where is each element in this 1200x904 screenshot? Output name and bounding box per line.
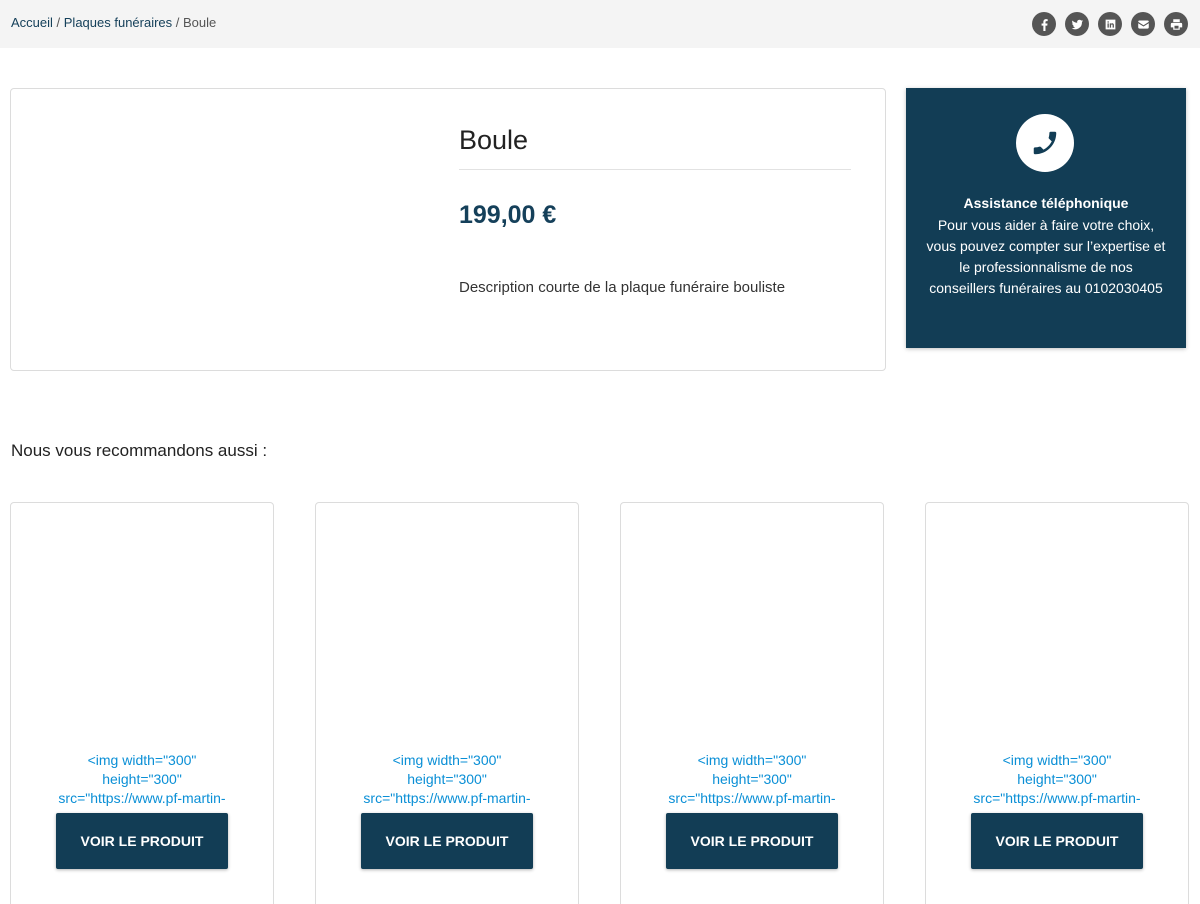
print-icon[interactable] xyxy=(1164,12,1188,36)
recommendation-card: <img width="300" height="300" src="https… xyxy=(10,502,274,904)
breadcrumb-current: Boule xyxy=(183,15,217,30)
breadcrumb: Accueil / Plaques funéraires / Boule xyxy=(11,15,216,30)
recommendation-card: <img width="300" height="300" src="https… xyxy=(315,502,579,904)
breadcrumb-separator: / xyxy=(172,15,184,30)
share-buttons xyxy=(1032,12,1188,36)
facebook-icon[interactable] xyxy=(1032,12,1056,36)
view-product-button[interactable]: VOIR LE PRODUIT xyxy=(56,813,228,869)
assistance-text: Pour vous aider à faire votre choix, vou… xyxy=(926,217,1166,296)
top-bar: Accueil / Plaques funéraires / Boule xyxy=(0,0,1200,48)
view-product-button[interactable]: VOIR LE PRODUIT xyxy=(361,813,533,869)
product-description: Description courte de la plaque funérair… xyxy=(459,279,786,296)
view-product-button[interactable]: VOIR LE PRODUIT xyxy=(971,813,1143,869)
recommendations-heading: Nous vous recommandons aussi : xyxy=(11,441,268,460)
recommendation-card: <img width="300" height="300" src="https… xyxy=(925,502,1189,904)
product-price: 199,00 € xyxy=(459,201,557,229)
phone-assistance-panel: Assistance téléphonique Pour vous aider … xyxy=(906,88,1186,348)
product-title: Boule xyxy=(459,125,529,155)
recommendation-card: <img width="300" height="300" src="https… xyxy=(620,502,884,904)
assistance-title: Assistance téléphonique xyxy=(963,195,1129,211)
product-summary: Boule 199,00 € Description courte de la … xyxy=(10,88,886,371)
breadcrumb-separator: / xyxy=(52,15,64,30)
breadcrumb-home-link[interactable]: Accueil xyxy=(11,15,53,30)
linkedin-icon[interactable] xyxy=(1098,12,1122,36)
title-divider xyxy=(459,169,851,170)
breadcrumb-category-link[interactable]: Plaques funéraires xyxy=(63,15,173,30)
view-product-button[interactable]: VOIR LE PRODUIT xyxy=(666,813,838,869)
envelope-icon[interactable] xyxy=(1131,12,1155,36)
twitter-icon[interactable] xyxy=(1065,12,1089,36)
phone-icon xyxy=(1016,114,1074,172)
